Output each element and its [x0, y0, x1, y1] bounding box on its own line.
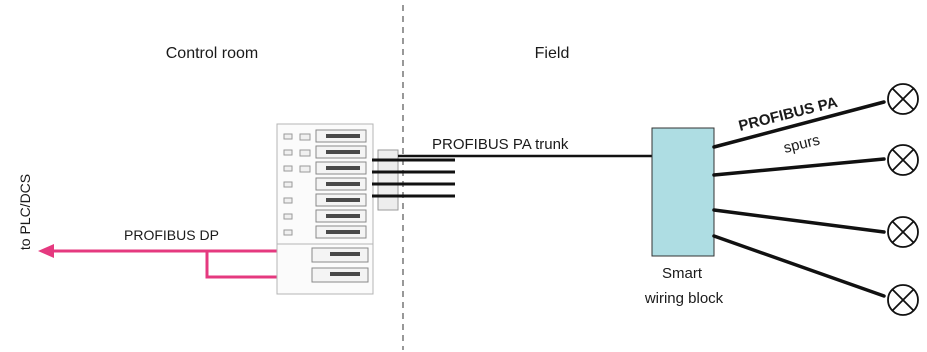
smart-wiring-block [651, 127, 715, 257]
pa-spur-cables [712, 100, 886, 298]
wiring-block-label: wiring block [644, 290, 724, 307]
control-room-label: Control room [166, 45, 258, 62]
trunk-connector-lines [372, 158, 455, 198]
field-label: Field [535, 45, 570, 62]
pa-spurs-label-line2: spurs [782, 132, 822, 157]
field-device-3-icon [887, 216, 919, 248]
to-plc-label: to PLC/DCS [17, 174, 33, 250]
field-device-4-icon [887, 284, 919, 316]
dp-arrow-head [38, 244, 54, 258]
control-rack [276, 123, 399, 295]
field-device-1-icon [887, 83, 919, 115]
pa-trunk-label: PROFIBUS PA trunk [432, 136, 569, 153]
field-device-2-icon [887, 144, 919, 176]
smart-label: Smart [662, 265, 703, 282]
profibus-dp-label: PROFIBUS DP [124, 227, 219, 243]
